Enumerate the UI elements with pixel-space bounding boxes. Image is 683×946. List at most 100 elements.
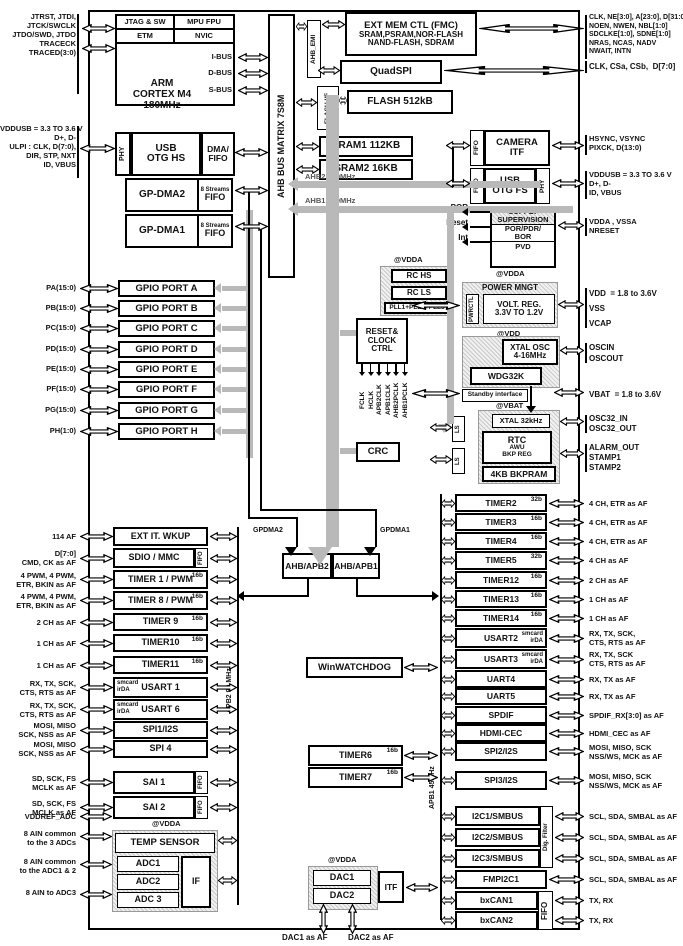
temp-sensor-block: TEMP SENSOR xyxy=(115,833,215,853)
peripheral-pin-arrow xyxy=(549,710,584,720)
dac2-out-arrow xyxy=(347,904,357,934)
fifo-block: FIFO xyxy=(195,771,208,794)
gpio-port-block: GPIO PORT C xyxy=(118,320,215,337)
peripheral-pin-arrow xyxy=(555,811,584,821)
peripheral-pin-arrow xyxy=(80,683,113,692)
peripheral-bus-arrow xyxy=(210,532,237,541)
peripheral-pin-arrow xyxy=(80,575,113,584)
wdg32k-block: WDG32K xyxy=(470,367,542,385)
arrowhead-icon xyxy=(432,591,439,601)
gpio-feed-arrowhead xyxy=(214,384,221,394)
rcc-feed xyxy=(340,330,356,336)
peripheral-pin-labels: 1 CH as AF xyxy=(36,660,76,670)
gpio-feed-arrowhead xyxy=(214,405,221,415)
clock-pin-label: APB2CLK xyxy=(376,384,383,416)
peripheral-bus-arrow xyxy=(210,705,237,714)
arrowhead-icon xyxy=(364,547,376,556)
arrowhead-icon xyxy=(237,591,244,601)
peripheral-block: SDIO / MMC xyxy=(113,548,195,568)
bus-arrow-icon xyxy=(554,387,584,397)
peripheral-pin-labels: 2 CH as AF xyxy=(589,575,629,585)
peripheral-block: SPI1/I2S xyxy=(113,721,208,739)
peripheral-bus-arrow xyxy=(210,553,237,563)
wire xyxy=(403,364,405,372)
peripheral-bus-arrow xyxy=(441,498,455,508)
wire xyxy=(296,517,298,547)
adc1-block: ADC1 xyxy=(117,856,179,872)
i2c-dig-filter-block: Dig. Filter xyxy=(540,806,553,868)
adc-group3-pin-labels: 8 AIN to ADC3 xyxy=(25,888,76,897)
peripheral-bus-arrow xyxy=(441,692,455,701)
peripheral-bus-arrow xyxy=(210,660,237,670)
peripheral-pin-arrow xyxy=(549,613,584,623)
peripheral-pin-arrow xyxy=(80,744,113,754)
peripheral-bus-arrow xyxy=(441,875,455,884)
bus-arrow-icon xyxy=(218,875,237,885)
peripheral-block: EXT IT. WKUP xyxy=(113,527,208,546)
gpio-pin-label: PB(15:0) xyxy=(45,303,76,312)
pwrctl-block: PWRCTL xyxy=(466,294,479,324)
quadspi-block: QuadSPI xyxy=(340,60,442,84)
peripheral-bus-arrow xyxy=(210,596,237,605)
camera-bracket xyxy=(585,135,587,155)
gpio-pin-label: PH(1:0) xyxy=(49,426,76,435)
fifo-block: FIFO xyxy=(195,548,208,568)
gpio-pin-label: PC(15:0) xyxy=(45,323,76,332)
dac2-pin-label: DAC2 as AF xyxy=(348,933,394,942)
jtag-sw-block: JTAG & SW xyxy=(117,16,175,30)
peripheral-block: HDMI-CEC xyxy=(455,724,547,742)
system-bus-arrowhead xyxy=(308,547,332,565)
power-vdd-label: @VDD xyxy=(497,329,521,338)
peripheral-pin-labels: 4 CH, ETR as AF xyxy=(589,517,648,527)
peripheral-bus-arrow xyxy=(210,778,237,787)
peripheral-block: UART5 xyxy=(455,688,547,705)
peripheral-pin-labels: RX, TX as AF xyxy=(589,674,636,684)
peripheral-bus-arrow xyxy=(441,517,455,527)
peripheral-pin-arrow xyxy=(549,674,584,684)
ahb-apb1-bridge: AHB/APB1 xyxy=(332,553,380,579)
bus-arrow-icon xyxy=(318,65,340,75)
bus-arrow-icon xyxy=(412,300,460,310)
dac-vdda-label: @VDDA xyxy=(328,855,357,864)
peripheral-pin-arrow xyxy=(80,803,113,812)
usb-hs-phy-block: PHY xyxy=(115,132,131,176)
peripheral-block: SPI2/I2S xyxy=(455,742,547,761)
gpio-feed-arrowhead xyxy=(214,364,221,374)
gpio-feed-arrowhead xyxy=(214,283,221,293)
fmc-bracket xyxy=(585,15,587,59)
bus-arrow-icon xyxy=(80,143,115,153)
reset-label: Reset xyxy=(446,218,468,227)
mpu-fpu-block: MPU FPU xyxy=(175,16,233,30)
peripheral-bus-arrow xyxy=(441,536,455,546)
gpio-port-arrow xyxy=(80,384,118,394)
bus-arrow-icon xyxy=(82,23,115,33)
dac2-block: DAC2 xyxy=(313,888,371,904)
cpu-sbus-label: S-BUS xyxy=(208,85,232,94)
wire xyxy=(395,364,397,372)
peripheral-pin-arrow xyxy=(555,896,584,905)
bus-arrow-icon xyxy=(296,97,317,107)
gpio-port-block: GPIO PORT E xyxy=(118,361,215,378)
gpio-port-block: GPIO PORT G xyxy=(118,402,215,419)
peripheral-pin-labels: 2 CH as AF xyxy=(36,617,76,627)
ahb1-arrowhead xyxy=(288,202,298,216)
wire xyxy=(378,364,380,372)
peripheral-bus-arrow xyxy=(210,803,237,812)
peripheral-pin-labels: HDMI_CEC as AF xyxy=(589,728,651,738)
ahb-bus-matrix: AHB BUS MATRIX 7S8M xyxy=(268,14,295,278)
bus-arrow-icon xyxy=(406,882,438,892)
clock-pin-label: APB1CLK xyxy=(384,384,392,416)
clock-pin-label: AHB1PCLK xyxy=(401,382,409,418)
